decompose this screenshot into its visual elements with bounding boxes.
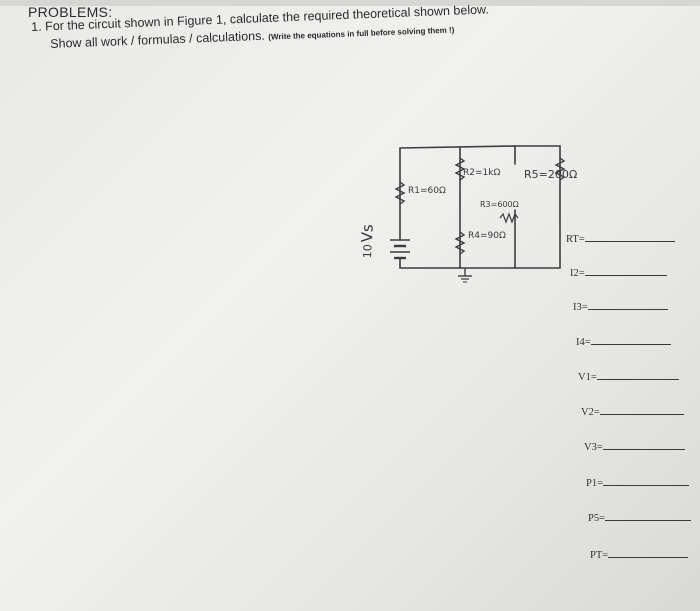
answer-p1: P1= bbox=[586, 478, 690, 489]
answer-label: PT= bbox=[590, 550, 609, 561]
answer-blank[interactable] bbox=[596, 378, 679, 380]
answer-label: P5= bbox=[588, 513, 606, 524]
vs-label: Vs bbox=[358, 223, 377, 243]
r5-resistor-icon bbox=[554, 157, 566, 181]
answer-i2: I2= bbox=[570, 268, 667, 279]
answer-label: I2= bbox=[570, 268, 585, 279]
answer-blank[interactable] bbox=[605, 519, 692, 521]
answer-label: RT= bbox=[566, 234, 585, 245]
vs-value: 10 bbox=[361, 244, 375, 259]
answer-v3: V3= bbox=[584, 442, 685, 453]
answer-blank[interactable] bbox=[608, 556, 689, 558]
r5-label: R5=200Ω bbox=[524, 168, 578, 181]
answer-label: V2= bbox=[581, 407, 600, 418]
bottom-wire-left bbox=[399, 264, 516, 269]
r3-label: R3=600Ω bbox=[480, 200, 519, 209]
problems-heading: PROBLEMS: bbox=[28, 4, 113, 20]
battery-icon bbox=[390, 239, 410, 265]
answer-blank[interactable] bbox=[584, 240, 675, 242]
r2-label: R2=1kΩ bbox=[463, 168, 501, 178]
circuit-diagram bbox=[390, 145, 566, 283]
answer-label: V1= bbox=[578, 372, 597, 383]
answer-rt: RT= bbox=[566, 234, 675, 245]
answer-blank[interactable] bbox=[587, 308, 668, 310]
answer-p5: P5= bbox=[588, 513, 692, 524]
r3-resistor-icon bbox=[499, 212, 519, 224]
answer-label: P1= bbox=[586, 478, 604, 489]
answer-blank[interactable] bbox=[599, 413, 684, 415]
r1-resistor-icon bbox=[394, 181, 406, 205]
answer-v2: V2= bbox=[581, 407, 684, 418]
ground-icon bbox=[458, 268, 472, 283]
answer-pt: PT= bbox=[590, 550, 689, 561]
answer-blank[interactable] bbox=[603, 484, 690, 486]
answer-v1: V1= bbox=[578, 372, 679, 383]
right-wire bbox=[514, 145, 561, 269]
answer-i3: I3= bbox=[573, 302, 668, 313]
answer-label: I4= bbox=[576, 337, 591, 348]
answer-label: V3= bbox=[584, 442, 603, 453]
answer-blank[interactable] bbox=[584, 274, 667, 276]
answer-label: I3= bbox=[573, 302, 588, 313]
answer-blank[interactable] bbox=[590, 343, 671, 345]
r4-resistor-icon bbox=[454, 231, 466, 255]
page-top-edge bbox=[0, 0, 700, 6]
instructions-text: Show all work / formulas / calculations. bbox=[50, 28, 266, 51]
r4-label: R4=90Ω bbox=[468, 231, 506, 241]
r1-label: R1=60Ω bbox=[408, 186, 446, 196]
instructions-note: (Write the equations in full before solv… bbox=[268, 25, 455, 42]
r2-resistor-icon bbox=[454, 157, 466, 181]
answer-blank[interactable] bbox=[602, 448, 685, 450]
top-wire-left bbox=[399, 145, 516, 165]
answer-i4: I4= bbox=[576, 337, 671, 348]
